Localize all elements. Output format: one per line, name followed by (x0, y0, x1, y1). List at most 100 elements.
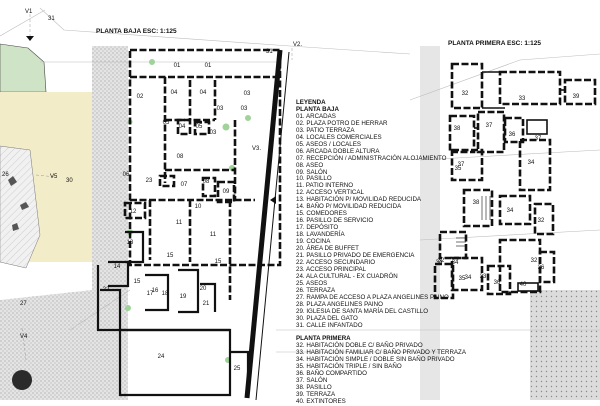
upper-room-32: 32 (462, 91, 469, 97)
legend-ground-item: 21. PASILLO PRIVADO DE EMERGENCIA (296, 251, 415, 259)
ground-room-10: 10 (195, 204, 202, 210)
upper-room-36: 36 (494, 280, 501, 286)
upper-room-32: 32 (538, 218, 545, 224)
ground-floor-walls-solid (96, 230, 250, 397)
legend-ground-item: 27. RAMPA DE ACCESO A PLAZA ANGELINES PA… (296, 293, 449, 301)
legend-title: LEYENDA (296, 99, 326, 106)
ground-room-20: 20 (200, 286, 207, 292)
label-v5: V5 (50, 174, 58, 180)
label-30: 30 (66, 178, 73, 184)
upper-room-32: 32 (438, 258, 445, 264)
tree-dark (12, 370, 32, 390)
legend-ground-item: 08. ASEO (296, 161, 324, 169)
upper-room-34: 34 (528, 160, 535, 166)
ground-room-15: 15 (167, 253, 174, 259)
label-v3: V3. (252, 146, 261, 152)
legend-upper-item: 35. HABITACIÓN TRIPLE / SIN BAÑO (296, 363, 402, 371)
upper-room-40: 40 (520, 282, 527, 288)
label-v4: V4 (20, 334, 28, 340)
upper-room-37: 37 (458, 162, 465, 168)
legend-ground-item: 18. LAVANDERÍA (296, 231, 345, 239)
label-31-mid: 31 (266, 49, 273, 55)
upper-room-34: 34 (436, 260, 443, 266)
ground-room-13: 13 (127, 240, 134, 246)
ground-room-06: 06 (123, 172, 130, 178)
upper-room-37: 37 (486, 123, 493, 129)
green-area (0, 43, 47, 93)
ground-room-04: 04 (179, 124, 186, 130)
ground-room-03: 03 (217, 106, 224, 112)
legend-ground-item: 13. HABITACIÓN P/ MOVILIDAD REDUCIDA (296, 196, 422, 204)
ground-room-01: 01 (174, 63, 181, 69)
legend-ground-item: 24. ALA CULTURAL - EX CUADRÓN (296, 272, 398, 280)
legend-upper-item: 39. TERRAZA (296, 391, 336, 399)
ground-room-15: 15 (134, 279, 141, 285)
secondary-wall-line (255, 51, 290, 400)
legend-ground-item: 31. CALLE INFANTADO (296, 321, 363, 329)
label-v1: V1 (25, 9, 33, 15)
legend-ground-item: 06. ARCADA DOBLE ALTURA (296, 147, 380, 155)
legend-upper-item: 33. HABITACIÓN FAMILIAR C/ BAÑO PRIVADO … (296, 349, 466, 357)
ground-room-22: 22 (103, 287, 110, 293)
ground-room-23: 23 (146, 178, 153, 184)
legend-upper-item: 36. BAÑO COMPARTIDO (296, 370, 367, 378)
legend-upper-item: 32. HABITACIÓN DOBLE C/ BAÑO PRIVADO (296, 342, 423, 350)
upper-room-36: 36 (509, 132, 516, 138)
legend-upper-item: 38. PASILLO (296, 384, 332, 392)
legend-ground-item: 26. TERRAZA (296, 286, 336, 294)
upper-room-32: 32 (531, 258, 538, 264)
title-planta-baja: PLANTA BAJA ESC: 1:125 (96, 28, 177, 35)
street-strip (420, 46, 440, 400)
legend-ground-item: 12. ACCESO VERTICAL (296, 189, 364, 197)
ground-room-04: 04 (171, 90, 178, 96)
legend-ground-item: 15. COMEDORES (296, 210, 347, 218)
ground-room-08: 08 (177, 154, 184, 160)
ground-room-12: 12 (130, 209, 137, 215)
label-26: 26 (2, 172, 9, 178)
ground-room-19: 19 (180, 294, 187, 300)
ground-room-03: 03 (244, 91, 251, 97)
legend-ground-item: 29. IGLESIA DE SANTA MARÍA DEL CASTILLO (296, 307, 429, 315)
ground-room-05: 05 (163, 120, 170, 126)
legend-ground-item: 17. DEPÓSITO (296, 224, 339, 232)
upper-room-39: 39 (573, 94, 580, 100)
legend-ground-item: 02. PLAZA POTRO DE HERRAR (296, 119, 388, 127)
legend-upper-item: 34. HABITACIÓN SIMPLE / DOBLE SIN BAÑO P… (296, 356, 455, 364)
upper-room-37: 37 (535, 136, 542, 142)
upper-room-33: 33 (519, 96, 526, 102)
ground-room-08: 08 (203, 179, 210, 185)
paved-plaza (0, 290, 128, 400)
legend-ground-item: 28. PLAZA ANGELINES PAINO (296, 300, 383, 308)
label-31-top: 31 (48, 16, 55, 22)
legend-ground-item: 20. ÁREA DE BUFFET (296, 245, 359, 253)
shrub-shapes (8, 176, 29, 231)
legend-upper-header: PLANTA PRIMERA (296, 335, 351, 343)
legend-ground-item: 11. PATIO INTERNO (296, 182, 354, 190)
ground-room-03: 03 (241, 106, 248, 112)
legend-ground-item: 23. ACCESO PRINCIPAL (296, 265, 367, 273)
main-wall-line (244, 49, 283, 399)
ground-room-11: 11 (210, 232, 217, 238)
legend-ground-item: 25. ASEOS (296, 279, 328, 287)
ground-room-16: 16 (152, 288, 159, 294)
ground-room-17: 17 (147, 291, 154, 297)
legend-ground-item: 14. BAÑO P/ MOVILIDAD REDUCIDA (296, 203, 402, 211)
ground-room-05: 05 (196, 124, 203, 130)
label-27: 27 (20, 301, 27, 307)
legend-ground-item: 05. ASEOS / LOCALES (296, 140, 362, 148)
upper-room-34: 34 (452, 260, 459, 266)
legend-ground-item: 10. PASILLO (296, 175, 332, 183)
legend-ground-item: 19. COCINA (296, 238, 331, 246)
legend-ground-item: 09. SALÓN (296, 168, 328, 176)
legend-ground-item: 04. LOCALES COMERCIALES (296, 133, 382, 141)
title-planta-primera: PLANTA PRIMERA ESC: 1:125 (448, 40, 541, 47)
ground-room-14: 14 (114, 264, 121, 270)
ground-room-09: 09 (223, 189, 230, 195)
upper-room-33: 33 (480, 274, 487, 280)
upper-room-38: 38 (454, 126, 461, 132)
